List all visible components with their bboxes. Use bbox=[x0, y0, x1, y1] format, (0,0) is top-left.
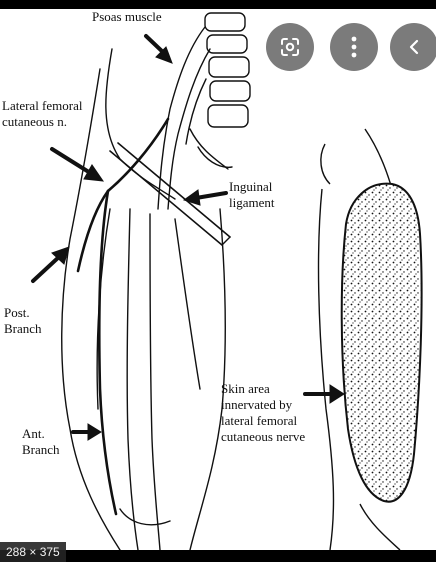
label-posterior-branch: Post. Branch bbox=[4, 305, 42, 336]
arrow-skin-area bbox=[303, 384, 345, 404]
chevron-left-icon bbox=[409, 39, 419, 55]
diagram-image: Psoas muscle Lateral femoral cutaneous n… bbox=[0, 9, 436, 550]
label-psoas-muscle: Psoas muscle bbox=[92, 9, 162, 24]
arrow-psoas bbox=[144, 34, 173, 64]
label-skin-area: Skin area innervated by lateral femoral … bbox=[221, 381, 306, 444]
skin-area-stippled bbox=[340, 182, 423, 503]
thigh-outline-lateral bbox=[61, 68, 121, 550]
vertebrae bbox=[204, 12, 251, 128]
thigh-illustration bbox=[31, 12, 423, 550]
more-options-button[interactable] bbox=[330, 23, 378, 71]
more-vert-icon bbox=[351, 36, 357, 58]
lateral-femoral-cutaneous-nerve bbox=[76, 117, 170, 516]
back-button[interactable] bbox=[390, 23, 436, 71]
lens-button[interactable] bbox=[266, 23, 314, 71]
image-dimensions-badge: 288 × 375 bbox=[0, 542, 66, 562]
arrow-post-branch bbox=[31, 246, 70, 283]
label-inguinal-ligament: Inguinal ligament bbox=[229, 179, 275, 210]
label-anterior-branch: Ant. Branch bbox=[22, 426, 60, 457]
psoas-muscle bbox=[157, 26, 211, 210]
lens-icon bbox=[281, 38, 299, 56]
thigh-outline-medial bbox=[189, 208, 227, 550]
label-lateral-femoral-cutaneous-nerve: Lateral femoral cutaneous n. bbox=[2, 98, 83, 129]
arrow-ant-branch bbox=[71, 423, 102, 441]
inguinal-ligament bbox=[109, 142, 231, 246]
arrow-lfcn bbox=[50, 147, 105, 182]
arrow-inguinal bbox=[182, 189, 228, 206]
